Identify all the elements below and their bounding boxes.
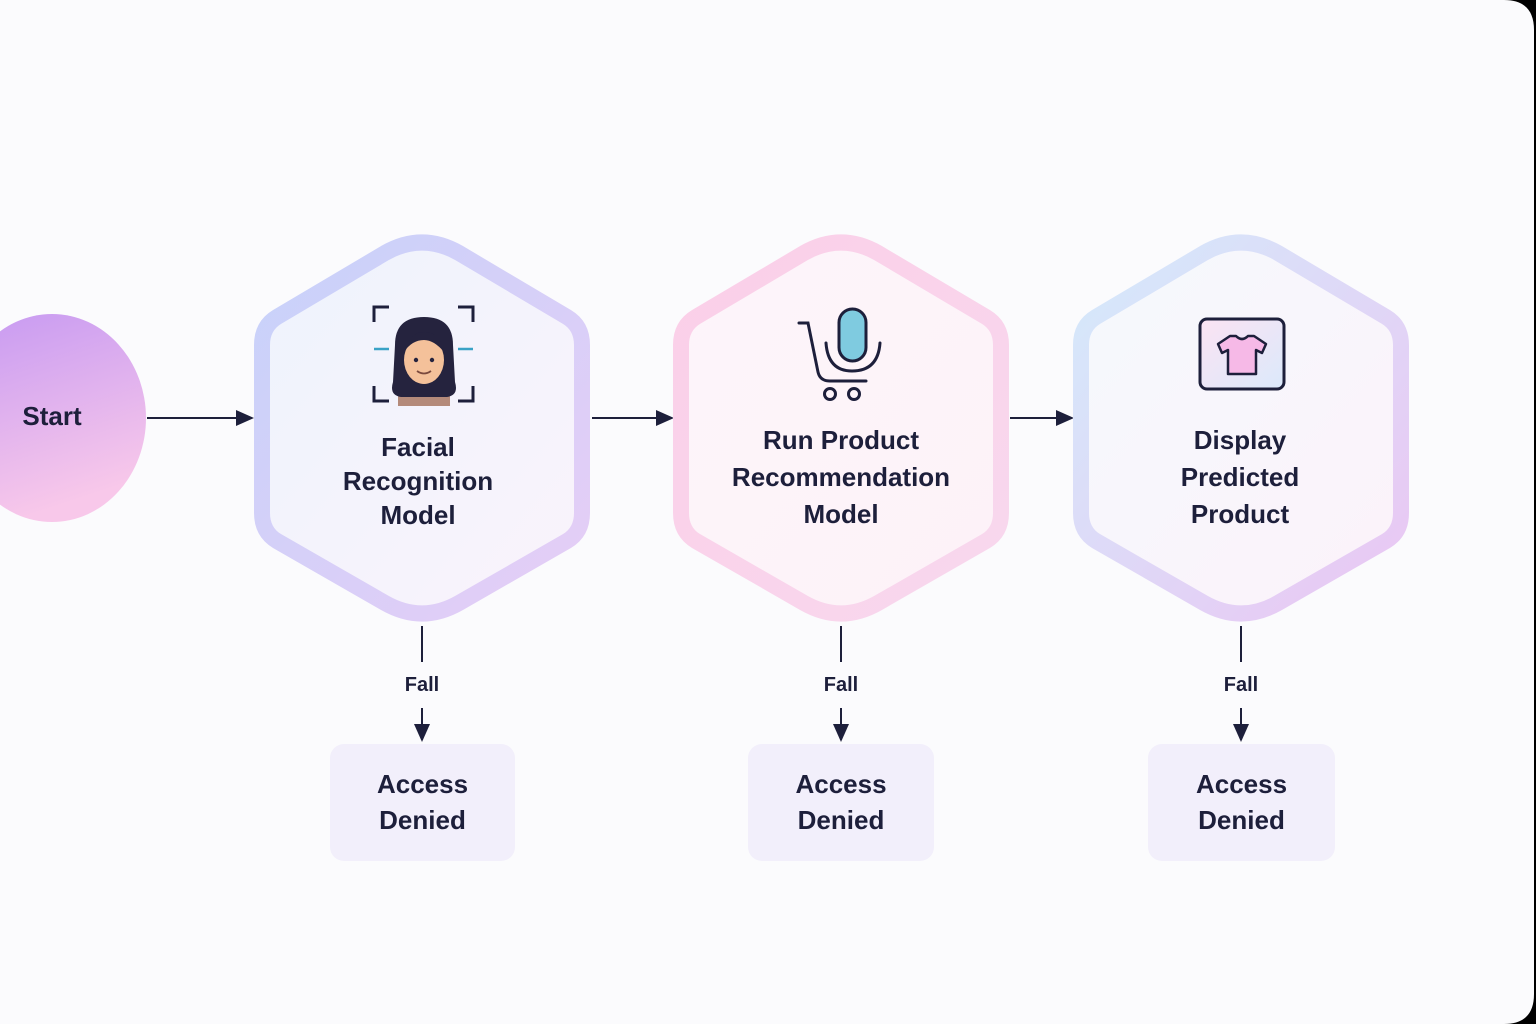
access-denied-1-line-2: Denied [379, 804, 466, 835]
fail-edge-label-3: Fall [1223, 674, 1259, 696]
access-denied-box-1[interactable]: Access Denied [330, 744, 515, 861]
fail-edge-label-2: Fall [823, 674, 859, 696]
frame-edge [1504, 0, 1536, 1024]
start-node[interactable] [0, 314, 146, 522]
recommendation-title-line-1: Run Product [763, 425, 919, 455]
access-denied-3-line-2: Denied [1198, 804, 1285, 835]
face-scan-icon [372, 305, 475, 406]
facial-title-line-2: Recognition [342, 465, 494, 496]
facial-recognition-node[interactable] [254, 234, 590, 622]
display-title-line-1: Display [1193, 425, 1287, 455]
cart-microphone-icon [797, 307, 882, 401]
recommendation-model-title: Run Product Recommendation Model [706, 422, 976, 533]
fail-edge-label-1: Fall [404, 674, 440, 696]
facial-title-line-3: Model [380, 499, 456, 530]
display-title-line-2: Predicted [1180, 461, 1300, 492]
recommendation-title-line-2: Recommendation [731, 461, 951, 492]
recommendation-model-node[interactable] [673, 234, 1009, 622]
display-product-title: Display Predicted Product [1134, 422, 1346, 533]
access-denied-3-line-1: Access [1195, 769, 1288, 800]
access-denied-2-line-1: Access [795, 769, 887, 800]
tshirt-display-icon [1198, 317, 1286, 391]
facial-title-line-1: Facial [381, 432, 455, 462]
facial-recognition-title: Facial Recognition Model [312, 431, 524, 532]
recommendation-title-line-3: Model [803, 498, 879, 529]
access-denied-box-2[interactable]: Access Denied [748, 744, 934, 861]
display-title-line-3: Product [1190, 498, 1290, 529]
access-denied-2-line-2: Denied [797, 804, 885, 835]
access-denied-box-3[interactable]: Access Denied [1148, 744, 1335, 861]
start-label: Start [22, 401, 82, 431]
access-denied-1-line-1: Access [376, 769, 469, 800]
display-product-node[interactable] [1073, 234, 1409, 622]
